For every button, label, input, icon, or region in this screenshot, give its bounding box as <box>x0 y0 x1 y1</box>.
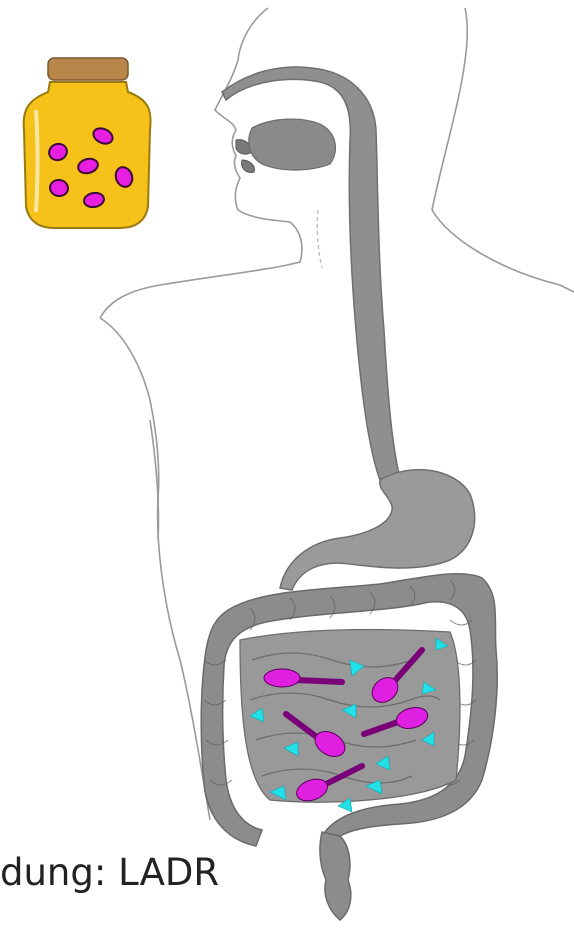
caption-text: dung: LADR <box>0 838 250 908</box>
jar-with-pills-icon <box>24 58 151 228</box>
esophagus <box>222 67 402 490</box>
stomach <box>280 470 475 590</box>
